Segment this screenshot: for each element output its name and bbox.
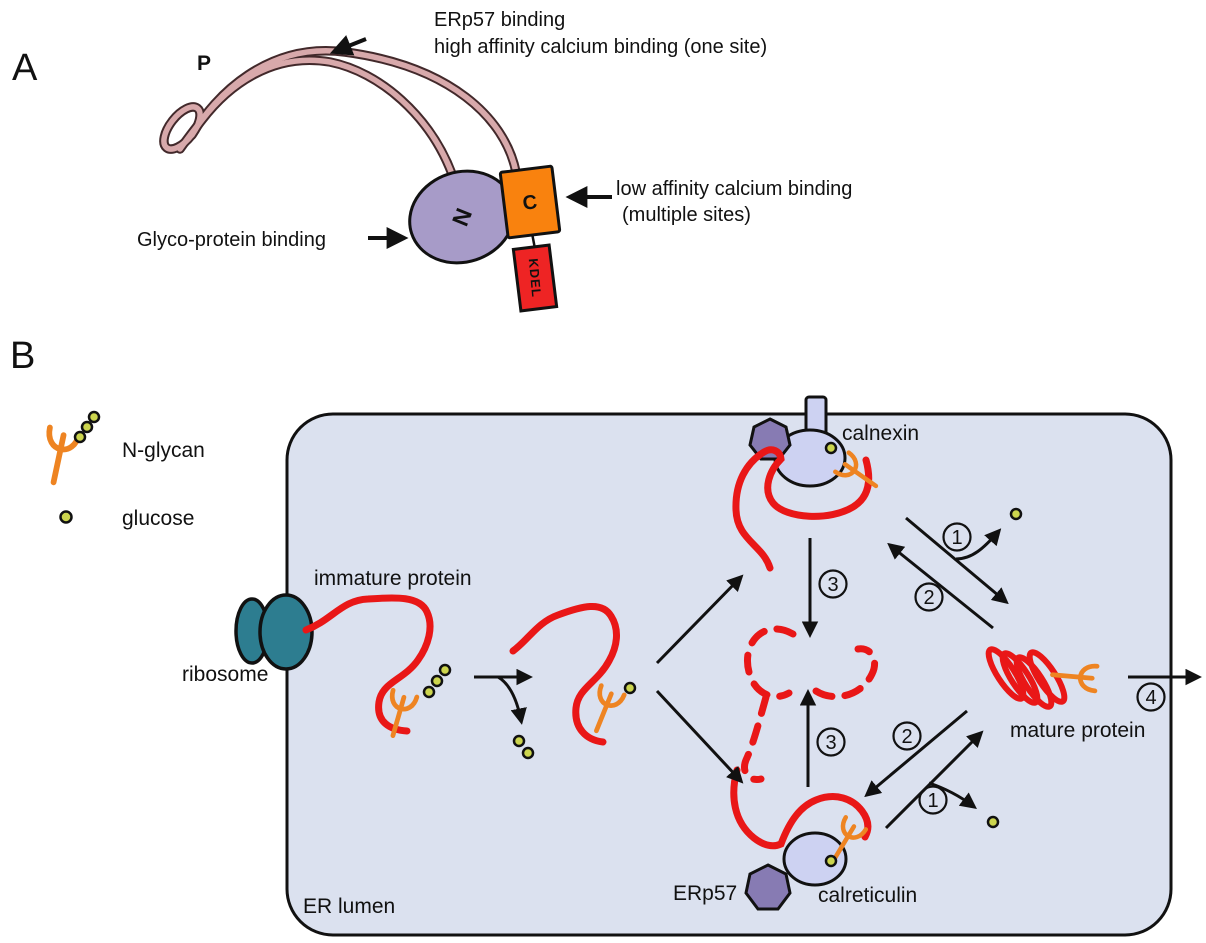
ribosome-large-subunit bbox=[258, 593, 314, 671]
step-1-bottom-label: 1 bbox=[927, 790, 938, 812]
glucose-legend-label: glucose bbox=[122, 507, 194, 530]
glucose-on-calnexin-substrate bbox=[824, 441, 838, 455]
released-glucose-bottom bbox=[986, 815, 1000, 829]
folding-intermediate-loop bbox=[743, 625, 797, 700]
coil-loop-4 bbox=[1026, 649, 1068, 705]
annotation-glyco-binding: Glyco-protein binding bbox=[137, 229, 326, 251]
annotation-low-affinity-line1: low affinity calcium binding bbox=[616, 178, 852, 200]
process-arrows bbox=[474, 516, 1202, 830]
folding-intermediate-arc bbox=[812, 645, 879, 701]
arrow-to-calnexin bbox=[655, 574, 744, 665]
p-loop-strand1-under bbox=[180, 60, 452, 174]
mature-protein-coil bbox=[985, 646, 1068, 710]
kdel-tag bbox=[511, 243, 559, 313]
glucose-units bbox=[59, 410, 1023, 868]
panel-b-label: B bbox=[10, 335, 35, 377]
step-2-top-label: 2 bbox=[923, 587, 934, 609]
arrow-step1-top bbox=[905, 516, 1009, 605]
calreticulin-body bbox=[782, 831, 848, 887]
calnexin-label: calnexin bbox=[842, 422, 919, 445]
calreticulin-complex bbox=[744, 831, 848, 911]
step-1-bottom-circle bbox=[918, 785, 948, 815]
step-1-top-circle bbox=[942, 522, 972, 552]
erp57-top bbox=[748, 417, 792, 461]
arrow-step2-bottom bbox=[864, 709, 968, 798]
ribosome bbox=[234, 593, 314, 671]
panel-a: A N C KDEL P ERp57 binding high affinity… bbox=[12, 9, 852, 313]
glucose-on-calreticulin-substrate bbox=[824, 854, 838, 868]
step-1-top-label: 1 bbox=[951, 527, 962, 549]
c-domain bbox=[498, 164, 562, 240]
p-loop-strand1 bbox=[180, 60, 452, 174]
step-2-top-circle bbox=[914, 582, 944, 612]
legend-glycan-glucose-2 bbox=[80, 420, 94, 434]
step-4-circle bbox=[1136, 682, 1166, 712]
arrow-step1-bottom bbox=[884, 730, 984, 830]
legend-glycan-glucose-3 bbox=[87, 410, 101, 424]
step-3-bottom-label: 3 bbox=[825, 732, 836, 754]
er-lumen-box bbox=[285, 412, 1173, 937]
arrow-step1-bottom-glucose-branch bbox=[928, 781, 977, 809]
arrow-glucose-release-branch bbox=[497, 675, 527, 725]
monoglucosylated-protein-chain bbox=[509, 603, 620, 746]
kdel-label: KDEL bbox=[526, 258, 544, 299]
arrow-to-calreticulin bbox=[655, 689, 744, 784]
protein-on-calnexin bbox=[732, 446, 873, 572]
immature-glucose-3 bbox=[438, 663, 452, 677]
red-proteins bbox=[302, 446, 1068, 850]
c-domain-label: C bbox=[521, 191, 538, 215]
immature-protein-label: immature protein bbox=[314, 567, 472, 590]
mature-protein-label: mature protein bbox=[1010, 719, 1145, 742]
step-badges: 1 2 3 3 2 1 4 bbox=[816, 522, 1166, 815]
glucose-legend-icon bbox=[59, 510, 73, 524]
trimmed-glucose-1 bbox=[512, 734, 526, 748]
step-4-label: 4 bbox=[1145, 687, 1156, 709]
n-glycan-legend-label: N-glycan bbox=[122, 439, 205, 462]
er-lumen-label: ER lumen bbox=[303, 895, 395, 918]
immature-glucose-1 bbox=[422, 685, 436, 699]
panel-b: B ER lumen ribosome immature protein bbox=[10, 335, 1202, 937]
annotation-erp57-line1: ERp57 binding bbox=[434, 9, 565, 31]
p-domain-label: P bbox=[197, 52, 211, 75]
calreticulin-label: calreticulin bbox=[818, 884, 917, 907]
arrow-step1-top-glucose-branch bbox=[955, 528, 1002, 561]
coil-loop-3 bbox=[1013, 654, 1055, 710]
step-2-bottom-label: 2 bbox=[901, 726, 912, 748]
legend-glycan-glucose-1 bbox=[73, 430, 87, 444]
n-glycan-legend-icon bbox=[39, 428, 79, 486]
ribosome-label: ribosome bbox=[182, 663, 268, 686]
p-domain-loop bbox=[159, 51, 516, 174]
released-glucose-top bbox=[1009, 507, 1023, 521]
step-3-bottom-circle bbox=[816, 727, 846, 757]
annotation-low-affinity-line2: (multiple sites) bbox=[622, 204, 751, 226]
immature-protein-chain bbox=[302, 594, 434, 735]
step-3-top-circle bbox=[818, 569, 848, 599]
arrow-step2-top bbox=[887, 542, 994, 630]
panel-a-label: A bbox=[12, 47, 38, 89]
step-3-top-label: 3 bbox=[827, 574, 838, 596]
arrow-to-p-loop bbox=[329, 35, 367, 56]
monoglucosylated-glucose bbox=[623, 681, 637, 695]
folding-intermediate-tail bbox=[741, 693, 770, 784]
erp57-label: ERp57 bbox=[673, 882, 737, 905]
protein-on-calreticulin bbox=[730, 766, 872, 850]
step-2-bottom-circle bbox=[892, 721, 922, 751]
immature-glucose-2 bbox=[430, 674, 444, 688]
trimmed-glucose-2 bbox=[521, 746, 535, 760]
erp57-bottom bbox=[744, 863, 792, 911]
annotation-erp57-line2: high affinity calcium binding (one site) bbox=[434, 36, 767, 58]
